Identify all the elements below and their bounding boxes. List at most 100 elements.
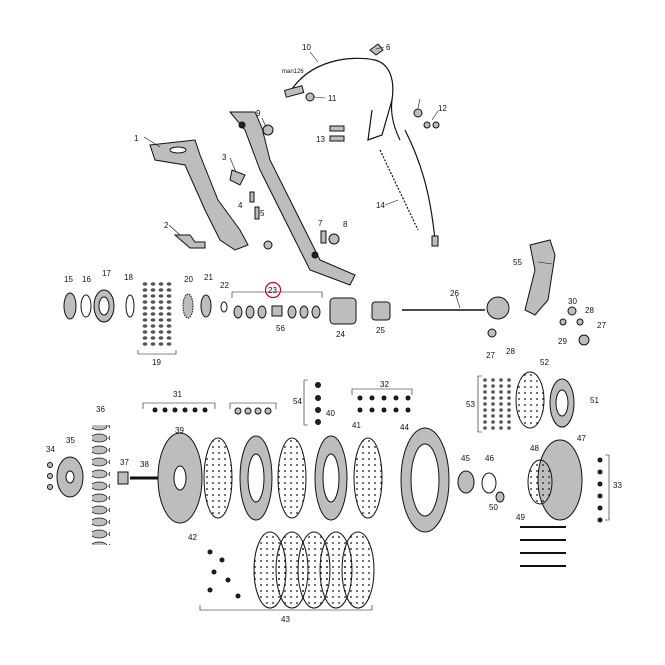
- roller-bearing: [499, 414, 503, 418]
- ball-bearing: [142, 282, 148, 286]
- roller-bearing: [491, 378, 495, 382]
- callout-39: 39: [175, 426, 184, 435]
- release-bearing-row: [63, 239, 590, 346]
- friction-plates-43: [253, 531, 375, 609]
- callout-29: 29: [558, 337, 567, 346]
- ball-bearing: [142, 288, 148, 292]
- roller-bearing: [499, 396, 503, 400]
- callout-11: 11: [328, 94, 337, 103]
- callout-54: 54: [293, 397, 302, 406]
- ball-bearing: [166, 342, 172, 346]
- ball-bearing: [150, 294, 156, 298]
- ball-bearing: [158, 294, 164, 298]
- callout-6: 6: [386, 43, 391, 52]
- callout-labels: 1 2 3 4 5 6 7 8 9 10 11 12 13 14 15 16 1…: [46, 43, 622, 624]
- callout-52: 52: [540, 358, 549, 367]
- callout-45: 45: [461, 454, 470, 463]
- pushrod-bushing: [371, 301, 391, 321]
- callout-28b: 28: [585, 306, 594, 315]
- callout-33: 33: [613, 481, 622, 490]
- roller-bearing: [507, 378, 511, 382]
- callout-37: 37: [120, 458, 129, 467]
- callout-35: 35: [66, 436, 75, 445]
- roller-bearing: [483, 408, 487, 412]
- roller-bearing: [491, 402, 495, 406]
- ball-bearing: [150, 318, 156, 322]
- ball-bearing: [158, 342, 164, 346]
- ball-bearing: [142, 312, 148, 316]
- clutch-shell-44: [400, 427, 450, 533]
- small-bolts-top: [173, 43, 440, 250]
- roller-bearing: [507, 420, 511, 424]
- callout-51: 51: [590, 396, 599, 405]
- ball-bearing: [158, 282, 164, 286]
- roller-bearing: [491, 414, 495, 418]
- roller-bearing: [499, 426, 503, 430]
- ball-bearing: [150, 306, 156, 310]
- callout-26: 26: [450, 289, 459, 298]
- callout-38: 38: [140, 460, 149, 469]
- hub-parts-45-50: [457, 470, 505, 503]
- roller-bearing: [491, 420, 495, 424]
- ball-bearing: [142, 300, 148, 304]
- callout-16: 16: [82, 275, 91, 284]
- ball-bearing: [166, 288, 172, 292]
- leader-lines: [143, 46, 553, 309]
- bearing-race-51-52: [483, 371, 575, 430]
- roller-bearing: [483, 378, 487, 382]
- ball-bearing: [142, 318, 148, 322]
- callout-9: 9: [256, 109, 261, 118]
- callout-27a: 27: [486, 351, 495, 360]
- highlight-ring: [264, 281, 282, 299]
- callout-8: 8: [343, 220, 348, 229]
- callout-34: 34: [46, 445, 55, 454]
- clutch-plates-40-41: [203, 435, 383, 521]
- roller-bearing: [483, 384, 487, 388]
- callout-18: 18: [124, 273, 133, 282]
- callout-24: 24: [336, 330, 345, 339]
- ball-bearing: [142, 336, 148, 340]
- roller-bearing: [507, 384, 511, 388]
- roller-bearing: [499, 408, 503, 412]
- callout-46: 46: [485, 454, 494, 463]
- callout-43: 43: [281, 615, 290, 624]
- roller-bearing: [491, 390, 495, 394]
- pedal-lever: [149, 111, 356, 286]
- callout-28a: 28: [506, 347, 515, 356]
- callout-20: 20: [184, 275, 193, 284]
- callout-41: 41: [352, 421, 361, 430]
- ball-bearing: [166, 306, 172, 310]
- sprocket-hub-47-48: [527, 439, 583, 521]
- callout-3: 3: [222, 153, 227, 162]
- ball-bearing: [150, 336, 156, 340]
- ball-bearing: [166, 294, 172, 298]
- group-brackets: [137, 291, 610, 611]
- callout-31: 31: [173, 390, 182, 399]
- roller-bearing: [491, 396, 495, 400]
- clutch-hub-39: [157, 432, 203, 524]
- callout-21: 21: [204, 273, 213, 282]
- callout-53: 53: [466, 400, 475, 409]
- cable-housing: [283, 57, 439, 247]
- callout-49: 49: [516, 513, 525, 522]
- callout-56: 56: [276, 324, 285, 333]
- callout-15: 15: [64, 275, 73, 284]
- ball-bearing: [142, 306, 148, 310]
- callout-4: 4: [238, 201, 243, 210]
- callout-30: 30: [568, 297, 577, 306]
- callout-13: 13: [316, 135, 325, 144]
- studs-49: [520, 526, 566, 567]
- balls-grid-19: [141, 277, 177, 346]
- roller-bearing: [483, 420, 487, 424]
- callout-36: 36: [96, 405, 105, 414]
- ball-bearing: [166, 336, 172, 340]
- ball-bearing: [158, 300, 164, 304]
- roller-bearing: [483, 426, 487, 430]
- spring-plate-35: [56, 456, 84, 498]
- callout-2: 2: [164, 221, 169, 230]
- callout-55: 55: [513, 258, 522, 267]
- callout-10: 10: [302, 43, 311, 52]
- roller-bearing: [499, 390, 503, 394]
- callout-40: 40: [326, 409, 335, 418]
